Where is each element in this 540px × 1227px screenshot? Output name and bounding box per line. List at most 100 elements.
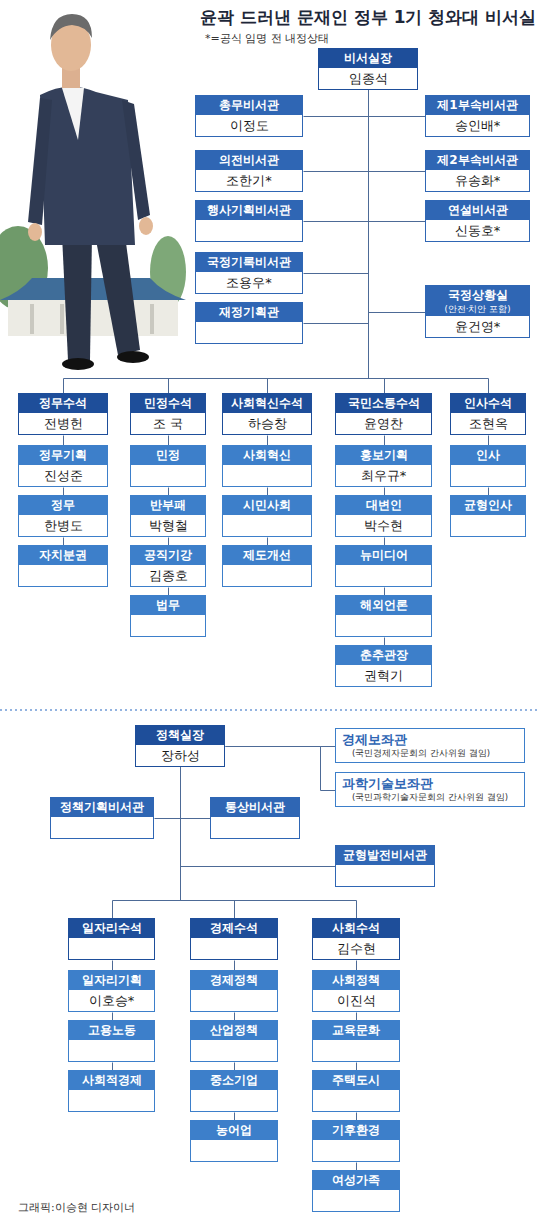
connector-line bbox=[488, 436, 489, 446]
office-box: 정무기획진성준 bbox=[18, 445, 108, 487]
head-office-box: 국민소통수석윤영찬 bbox=[335, 393, 432, 435]
box-body bbox=[69, 1090, 154, 1111]
box-body: 장하성 bbox=[136, 745, 224, 766]
person-name: 전병헌 bbox=[22, 413, 104, 434]
connector-line bbox=[304, 91, 369, 117]
box-header: 인사 bbox=[451, 446, 525, 465]
office-box: 산업정책 bbox=[190, 1020, 278, 1062]
box-title: 고용노동 bbox=[72, 1022, 151, 1039]
advisor-box: 경제보좌관(국민경제자문회의 간사위원 겸임) bbox=[335, 728, 525, 763]
person-name: 조현옥 bbox=[454, 413, 522, 434]
shoe bbox=[117, 351, 149, 363]
jacket bbox=[40, 87, 135, 245]
person-name: 한병도 bbox=[22, 515, 104, 536]
connector-line bbox=[155, 768, 181, 819]
connector-line bbox=[304, 91, 369, 274]
box-title: 통상비서관 bbox=[214, 799, 296, 816]
head-office-box: 비서실장임종석 bbox=[318, 48, 418, 90]
person-name: 권혁기 bbox=[339, 665, 428, 686]
box-header: 법무 bbox=[131, 596, 205, 615]
box-title: 해외언론 bbox=[339, 597, 428, 614]
box-header: 정무 bbox=[19, 496, 107, 515]
shoe bbox=[62, 358, 94, 370]
box-header: 정책기획비서관 bbox=[51, 798, 153, 817]
office-box: 의전비서관조한기* bbox=[195, 150, 303, 192]
credit-caption: 그래픽:이승현 디자이너 bbox=[18, 1200, 135, 1215]
box-header: 재정기획관 bbox=[196, 303, 302, 322]
office-box: 대변인박수현 bbox=[335, 495, 432, 537]
box-title: 일자리기획 bbox=[72, 972, 151, 989]
box-header: 사회수석 bbox=[313, 919, 399, 938]
office-box: 제1부속비서관송인배* bbox=[425, 95, 530, 137]
office-box: 제도개선 bbox=[222, 545, 312, 587]
box-body: 진성준 bbox=[19, 465, 107, 486]
box-header: 기후환경 bbox=[313, 1121, 399, 1140]
person-name: 송인배* bbox=[429, 115, 526, 136]
box-header: 균형인사 bbox=[451, 496, 525, 515]
box-body bbox=[313, 1140, 399, 1161]
office-box: 균형발전비서관 bbox=[335, 845, 435, 887]
box-header: 통상비서관 bbox=[211, 798, 299, 817]
building-column bbox=[150, 304, 154, 334]
box-title: 의전비서관 bbox=[199, 152, 299, 169]
office-box: 공직기강김종호 bbox=[130, 545, 206, 587]
box-body: 조 국 bbox=[131, 413, 205, 434]
box-header: 주택도시 bbox=[313, 1071, 399, 1090]
office-box: 총무비서관이정도 bbox=[195, 95, 303, 137]
box-body bbox=[69, 1040, 154, 1061]
box-body: 이정도 bbox=[196, 115, 302, 136]
box-header: 춘추관장 bbox=[336, 646, 431, 665]
box-header: 중소기업 bbox=[191, 1071, 277, 1090]
box-title: 교육문화 bbox=[316, 1022, 396, 1039]
box-body: 임종석 bbox=[319, 68, 417, 89]
office-box: 균형인사 bbox=[450, 495, 526, 537]
person-name: 임종석 bbox=[322, 68, 414, 89]
box-title: 사회혁신 bbox=[226, 447, 308, 464]
office-box: 사회정책이진석 bbox=[312, 970, 400, 1012]
box-body bbox=[313, 1190, 399, 1211]
box-body: 이호승* bbox=[69, 990, 154, 1011]
box-header: 경제정책 bbox=[191, 971, 277, 990]
person-name: 이호승* bbox=[72, 990, 151, 1011]
box-header: 뉴미디어 bbox=[336, 546, 431, 565]
box-title: 자치분권 bbox=[22, 547, 104, 564]
box-body bbox=[451, 465, 525, 486]
person-name: 윤영찬 bbox=[339, 413, 428, 434]
box-title: 사회정책 bbox=[316, 972, 396, 989]
person-name: 유송화* bbox=[429, 170, 526, 191]
box-title: 국민소통수석 bbox=[339, 395, 428, 412]
box-body bbox=[211, 817, 299, 838]
connector-line bbox=[181, 768, 211, 819]
box-body bbox=[451, 515, 525, 536]
role-title: 경제보좌관 bbox=[342, 731, 518, 748]
box-body: 권혁기 bbox=[336, 665, 431, 686]
building-column bbox=[60, 304, 64, 334]
shirt bbox=[62, 88, 84, 140]
box-header: 국민소통수석 bbox=[336, 394, 431, 413]
box-body bbox=[191, 938, 277, 959]
office-box: 일자리기획이호승* bbox=[68, 970, 155, 1012]
person-name: 이진석 bbox=[316, 990, 396, 1011]
box-header: 정책실장 bbox=[136, 726, 224, 745]
office-box: 사회적경제 bbox=[68, 1070, 155, 1112]
box-header: 사회적경제 bbox=[69, 1071, 154, 1090]
box-title: 인사수석 bbox=[454, 395, 522, 412]
office-box: 인사 bbox=[450, 445, 526, 487]
box-body: 전병헌 bbox=[19, 413, 107, 434]
office-box: 정책기획비서관 bbox=[50, 797, 154, 839]
box-body bbox=[51, 817, 153, 838]
head-office-box: 인사수석조현옥 bbox=[450, 393, 526, 435]
box-header: 제도개선 bbox=[223, 546, 311, 565]
box-header: 정무수석 bbox=[19, 394, 107, 413]
box-title: 경제정책 bbox=[194, 972, 274, 989]
box-body bbox=[336, 565, 431, 586]
head-office-box: 정무수석전병헌 bbox=[18, 393, 108, 435]
office-box: 정무한병도 bbox=[18, 495, 108, 537]
box-header: 사회혁신 bbox=[223, 446, 311, 465]
chart-title: 윤곽 드러낸 문재인 정부 1기 청와대 비서실 bbox=[200, 6, 536, 29]
box-title: 민정수석 bbox=[134, 395, 202, 412]
box-header: 경제수석 bbox=[191, 919, 277, 938]
box-header: 연설비서관 bbox=[426, 201, 529, 220]
box-title: 중소기업 bbox=[194, 1072, 274, 1089]
section-divider bbox=[0, 709, 540, 711]
